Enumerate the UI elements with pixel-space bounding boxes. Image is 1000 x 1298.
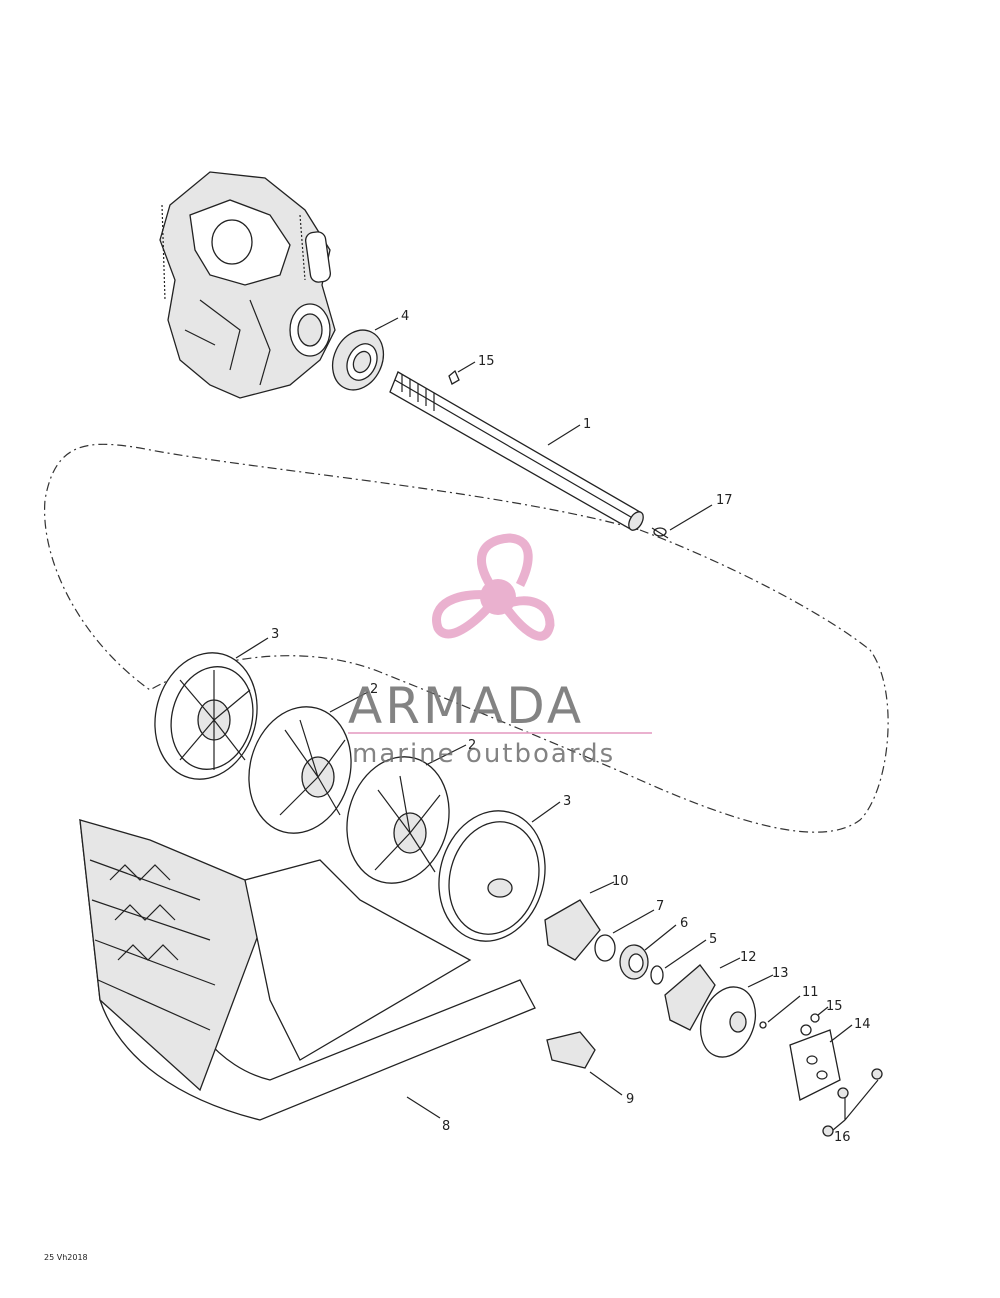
sprocket-part-3-right (438, 810, 546, 942)
callout-15-top: 15 (478, 354, 495, 369)
watermark-name: ARMADA (348, 677, 584, 735)
spacer-part-7 (594, 934, 616, 962)
callout-7: 7 (656, 899, 664, 914)
armada-watermark: ARMADA marine outboards (348, 533, 652, 769)
seal-plate-part-12 (664, 964, 716, 1031)
callout-11: 11 (802, 985, 819, 1000)
hub-part-13 (699, 986, 757, 1058)
sprocket-part-2-second (346, 756, 450, 884)
callout-1: 1 (583, 417, 591, 432)
callout-10: 10 (612, 874, 629, 889)
bearing-part-6 (619, 944, 649, 980)
diagram-code: 25 Vh2018 (44, 1253, 88, 1262)
propeller-logo-icon (432, 533, 555, 641)
screw-part-11 (759, 1021, 767, 1029)
pin-part-15-top (448, 369, 460, 385)
circlip-part-17 (651, 527, 669, 539)
track-path-outline (43, 443, 889, 833)
clip-part-9 (546, 1031, 596, 1069)
callout-8: 8 (442, 1119, 450, 1134)
nuts-part-16 (822, 1068, 883, 1137)
callout-9: 9 (626, 1092, 634, 1107)
bearing-part-4 (331, 329, 385, 391)
watermark-tagline: marine outboards (352, 739, 615, 769)
callout-2-first: 2 (370, 682, 378, 697)
leader-lines (235, 317, 879, 1131)
callout-17: 17 (716, 493, 733, 508)
callout-15-right: 15 (826, 999, 843, 1014)
callout-13: 13 (772, 966, 789, 981)
track-part-8 (79, 819, 536, 1121)
flange-part-10 (544, 899, 601, 961)
callout-4: 4 (401, 309, 409, 324)
callout-16: 16 (834, 1130, 851, 1145)
callout-3-left: 3 (271, 627, 279, 642)
bracket-part-14 (789, 1024, 841, 1101)
propeller-hub-icon (480, 579, 516, 615)
sprocket-part-2-first (248, 706, 352, 834)
callout-3-right: 3 (563, 794, 571, 809)
callout-6: 6 (680, 916, 688, 931)
sprocket-part-3-left (154, 652, 258, 780)
screw-part-15-right (810, 1013, 820, 1023)
drive-shaft-part-1 (389, 371, 644, 531)
ring-part-5 (650, 965, 664, 985)
chaincase-housing (159, 171, 336, 399)
callout-2-second: 2 (468, 738, 476, 753)
callout-5: 5 (709, 932, 717, 947)
callout-12: 12 (740, 950, 757, 965)
callout-14: 14 (854, 1017, 871, 1032)
